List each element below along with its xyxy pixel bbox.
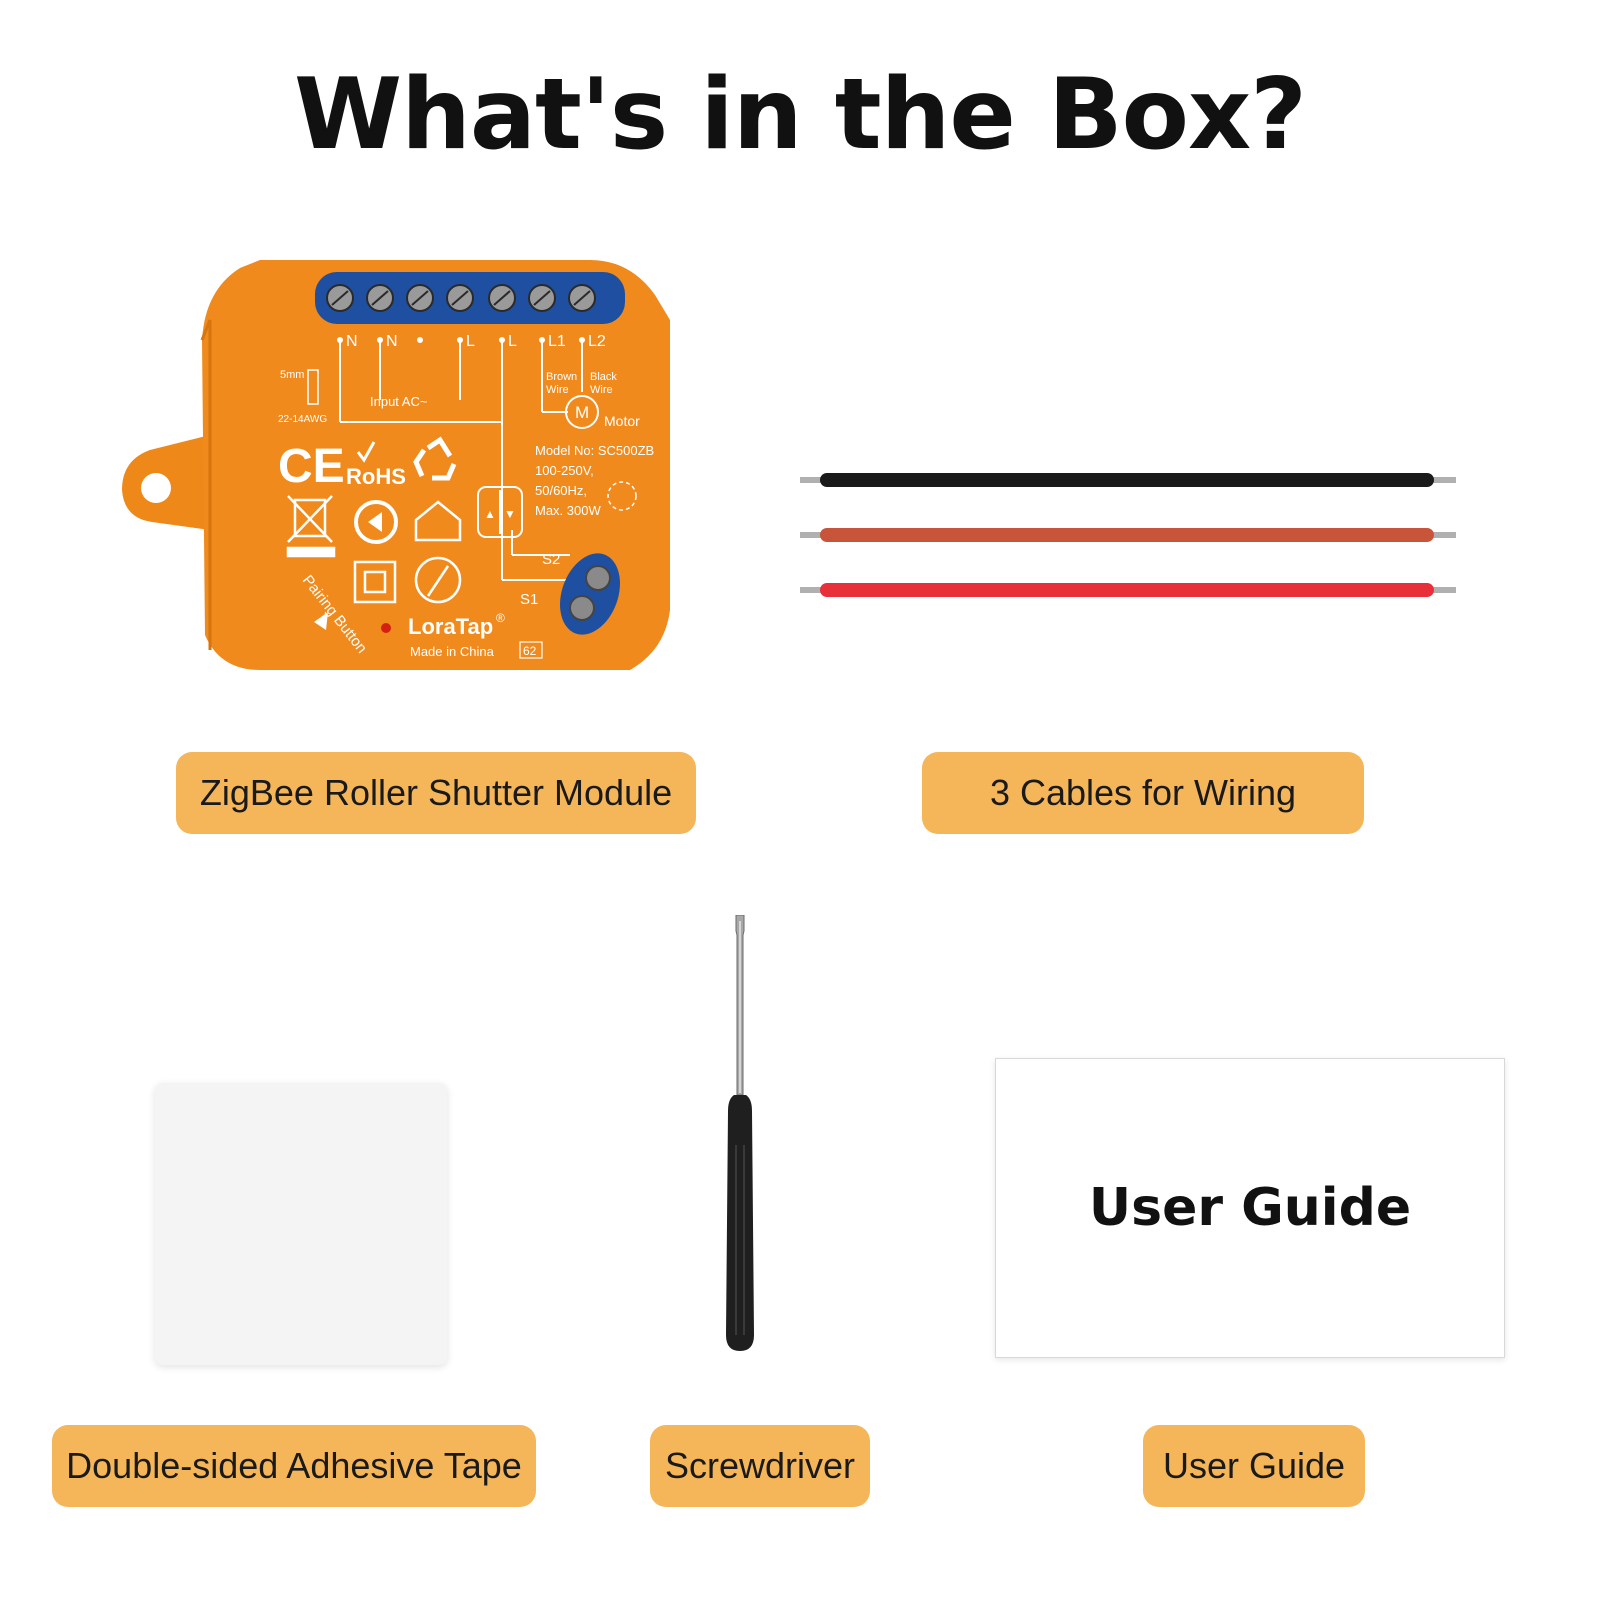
black-wire-label-2: Wire xyxy=(590,384,613,396)
cable xyxy=(820,473,1434,487)
up-arrow-icon: ▲ xyxy=(484,507,496,521)
cable xyxy=(820,583,1434,597)
label-roller-shutter-module: ZigBee Roller Shutter Module xyxy=(176,752,696,834)
rating-label: 62 xyxy=(523,644,537,658)
terminal-label: N xyxy=(346,333,358,350)
pairing-button xyxy=(381,623,391,633)
wiring-cables-image xyxy=(800,473,1456,597)
spec-line-1: Model No: SC500ZB xyxy=(535,443,654,458)
user-guide-card: User Guide xyxy=(995,1058,1505,1358)
down-arrow-icon: ▼ xyxy=(504,507,516,521)
label-adhesive-tape: Double-sided Adhesive Tape xyxy=(52,1425,536,1507)
page-title: What's in the Box? xyxy=(293,58,1307,172)
s2-label: S2 xyxy=(542,551,560,568)
double-insulation-icon xyxy=(353,560,397,604)
terminal-labels: N N L L L1 L2 xyxy=(346,333,606,350)
terminal-label: N xyxy=(386,333,398,350)
input-label: Input AC~ xyxy=(370,394,428,409)
spec-line-4: Max. 300W xyxy=(535,503,601,518)
spec-line-3: 50/60Hz, xyxy=(535,483,587,498)
wire-size-label: 5mm xyxy=(280,369,304,381)
motor-label: Motor xyxy=(604,413,640,429)
terminal-label: L1 xyxy=(548,333,566,350)
s1-label: S1 xyxy=(520,591,538,608)
screwdriver-image xyxy=(726,915,754,1351)
label-wiring-cables: 3 Cables for Wiring xyxy=(922,752,1364,834)
label-user-guide: User Guide xyxy=(1143,1425,1365,1507)
spec-line-2: 100-250V, xyxy=(535,463,594,478)
cable xyxy=(820,528,1434,542)
indoor-house-icon xyxy=(414,500,462,542)
terminal-label: L xyxy=(466,333,475,350)
refresh-icon xyxy=(354,500,398,544)
ce-mark: CE xyxy=(278,440,345,493)
terminal-label: L xyxy=(508,333,517,350)
module-body xyxy=(202,260,670,670)
black-wire-label-1: Black xyxy=(590,371,617,383)
origin-label: Made in China xyxy=(410,644,495,659)
brown-wire-label-2: Wire xyxy=(546,384,569,396)
brand-registered-mark: ® xyxy=(496,611,505,625)
weee-bin-icon xyxy=(286,495,336,558)
roller-shutter-module-image: N N L L L1 L2 Input AC~ M Motor Brown Wire Bl… xyxy=(122,260,670,670)
adhesive-tape-image xyxy=(155,1083,447,1365)
user-guide-card-title: User Guide xyxy=(1088,1178,1412,1238)
awg-label: 22-14AWG xyxy=(278,414,327,425)
terminal-screws xyxy=(326,284,596,343)
brown-wire-label-1: Brown xyxy=(546,371,577,383)
rohs-mark: RoHS xyxy=(346,464,406,489)
terminal-label: L2 xyxy=(588,333,606,350)
brand-name: LoraTap xyxy=(408,614,493,639)
recycle-icon xyxy=(413,436,457,481)
label-screwdriver: Screwdriver xyxy=(650,1425,870,1507)
mounting-tab xyxy=(122,435,210,530)
installer-icon xyxy=(414,556,462,604)
motor-symbol: M xyxy=(575,403,589,422)
